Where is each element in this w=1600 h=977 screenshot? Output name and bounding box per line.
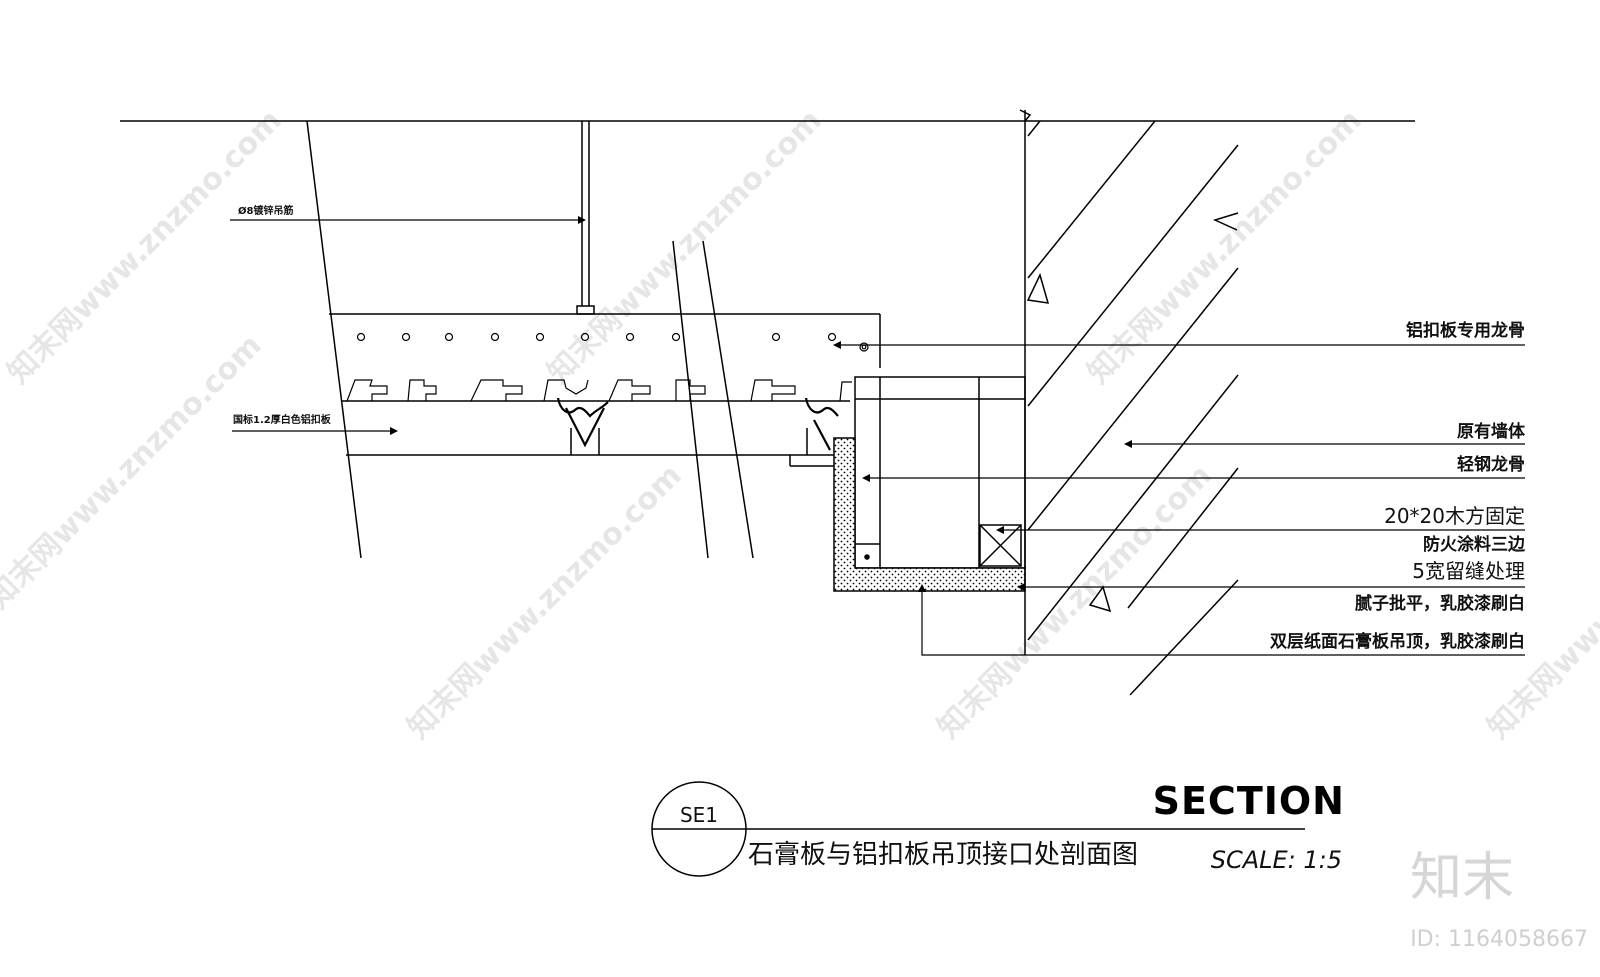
label-putty-paint: 腻子批平，乳胶漆刷白 bbox=[1355, 593, 1525, 614]
annotations: Ø8镀锌吊筋 国标1.2厚白色铝扣板 铝扣板专用龙骨 原有墙体 轻钢龙骨 20*… bbox=[233, 204, 1526, 652]
section-title-en: SECTION bbox=[1153, 779, 1345, 823]
label-wood-block: 20*20木方固定 bbox=[1384, 504, 1525, 528]
steel-keel-frame bbox=[854, 376, 1026, 569]
break-line-mid-b bbox=[702, 240, 754, 559]
watermark-text: 知末网www.znzmo.com bbox=[1081, 103, 1369, 391]
keel-holes bbox=[356, 332, 869, 352]
section-tag: SE1 bbox=[680, 803, 718, 827]
section-title-cn: 石膏板与铝扣板吊顶接口处剖面图 bbox=[748, 840, 1138, 870]
brand-logo: 知末 bbox=[1410, 848, 1514, 908]
aluminum-keel bbox=[329, 313, 881, 368]
keel-dot bbox=[864, 554, 870, 560]
scale-text: SCALE: 1:5 bbox=[1211, 846, 1342, 874]
aluminum-panel bbox=[341, 400, 853, 467]
existing-wall bbox=[1019, 109, 1239, 696]
leader-arrows bbox=[390, 216, 1132, 592]
watermark-text: 知末网www.znzmo.com bbox=[401, 458, 689, 746]
gypsum-board bbox=[833, 437, 1026, 592]
leader-lines bbox=[230, 219, 1525, 656]
label-gap-treatment: 5宽留缝处理 bbox=[1412, 559, 1525, 583]
label-existing-wall: 原有墙体 bbox=[1457, 421, 1526, 442]
title-block bbox=[651, 781, 1305, 877]
panel-clips bbox=[556, 397, 839, 451]
break-line-left bbox=[306, 120, 362, 559]
image-id: ID: 1164058667 bbox=[1410, 927, 1588, 952]
wood-block bbox=[979, 524, 1022, 567]
label-hanger-rod: Ø8镀锌吊筋 bbox=[238, 204, 293, 217]
label-alu-panel: 国标1.2厚白色铝扣板 bbox=[233, 413, 332, 426]
label-steel-keel: 轻钢龙骨 bbox=[1457, 454, 1525, 475]
keel-teeth bbox=[346, 379, 852, 402]
label-fire-coating: 防火涂料三边 bbox=[1423, 534, 1526, 555]
label-alu-keel: 铝扣板专用龙骨 bbox=[1406, 320, 1525, 341]
watermark-text: 知末网www.znzmo.com bbox=[931, 458, 1219, 746]
label-gypsum-ceiling: 双层纸面石膏板吊顶，乳胶漆刷白 bbox=[1270, 631, 1525, 652]
